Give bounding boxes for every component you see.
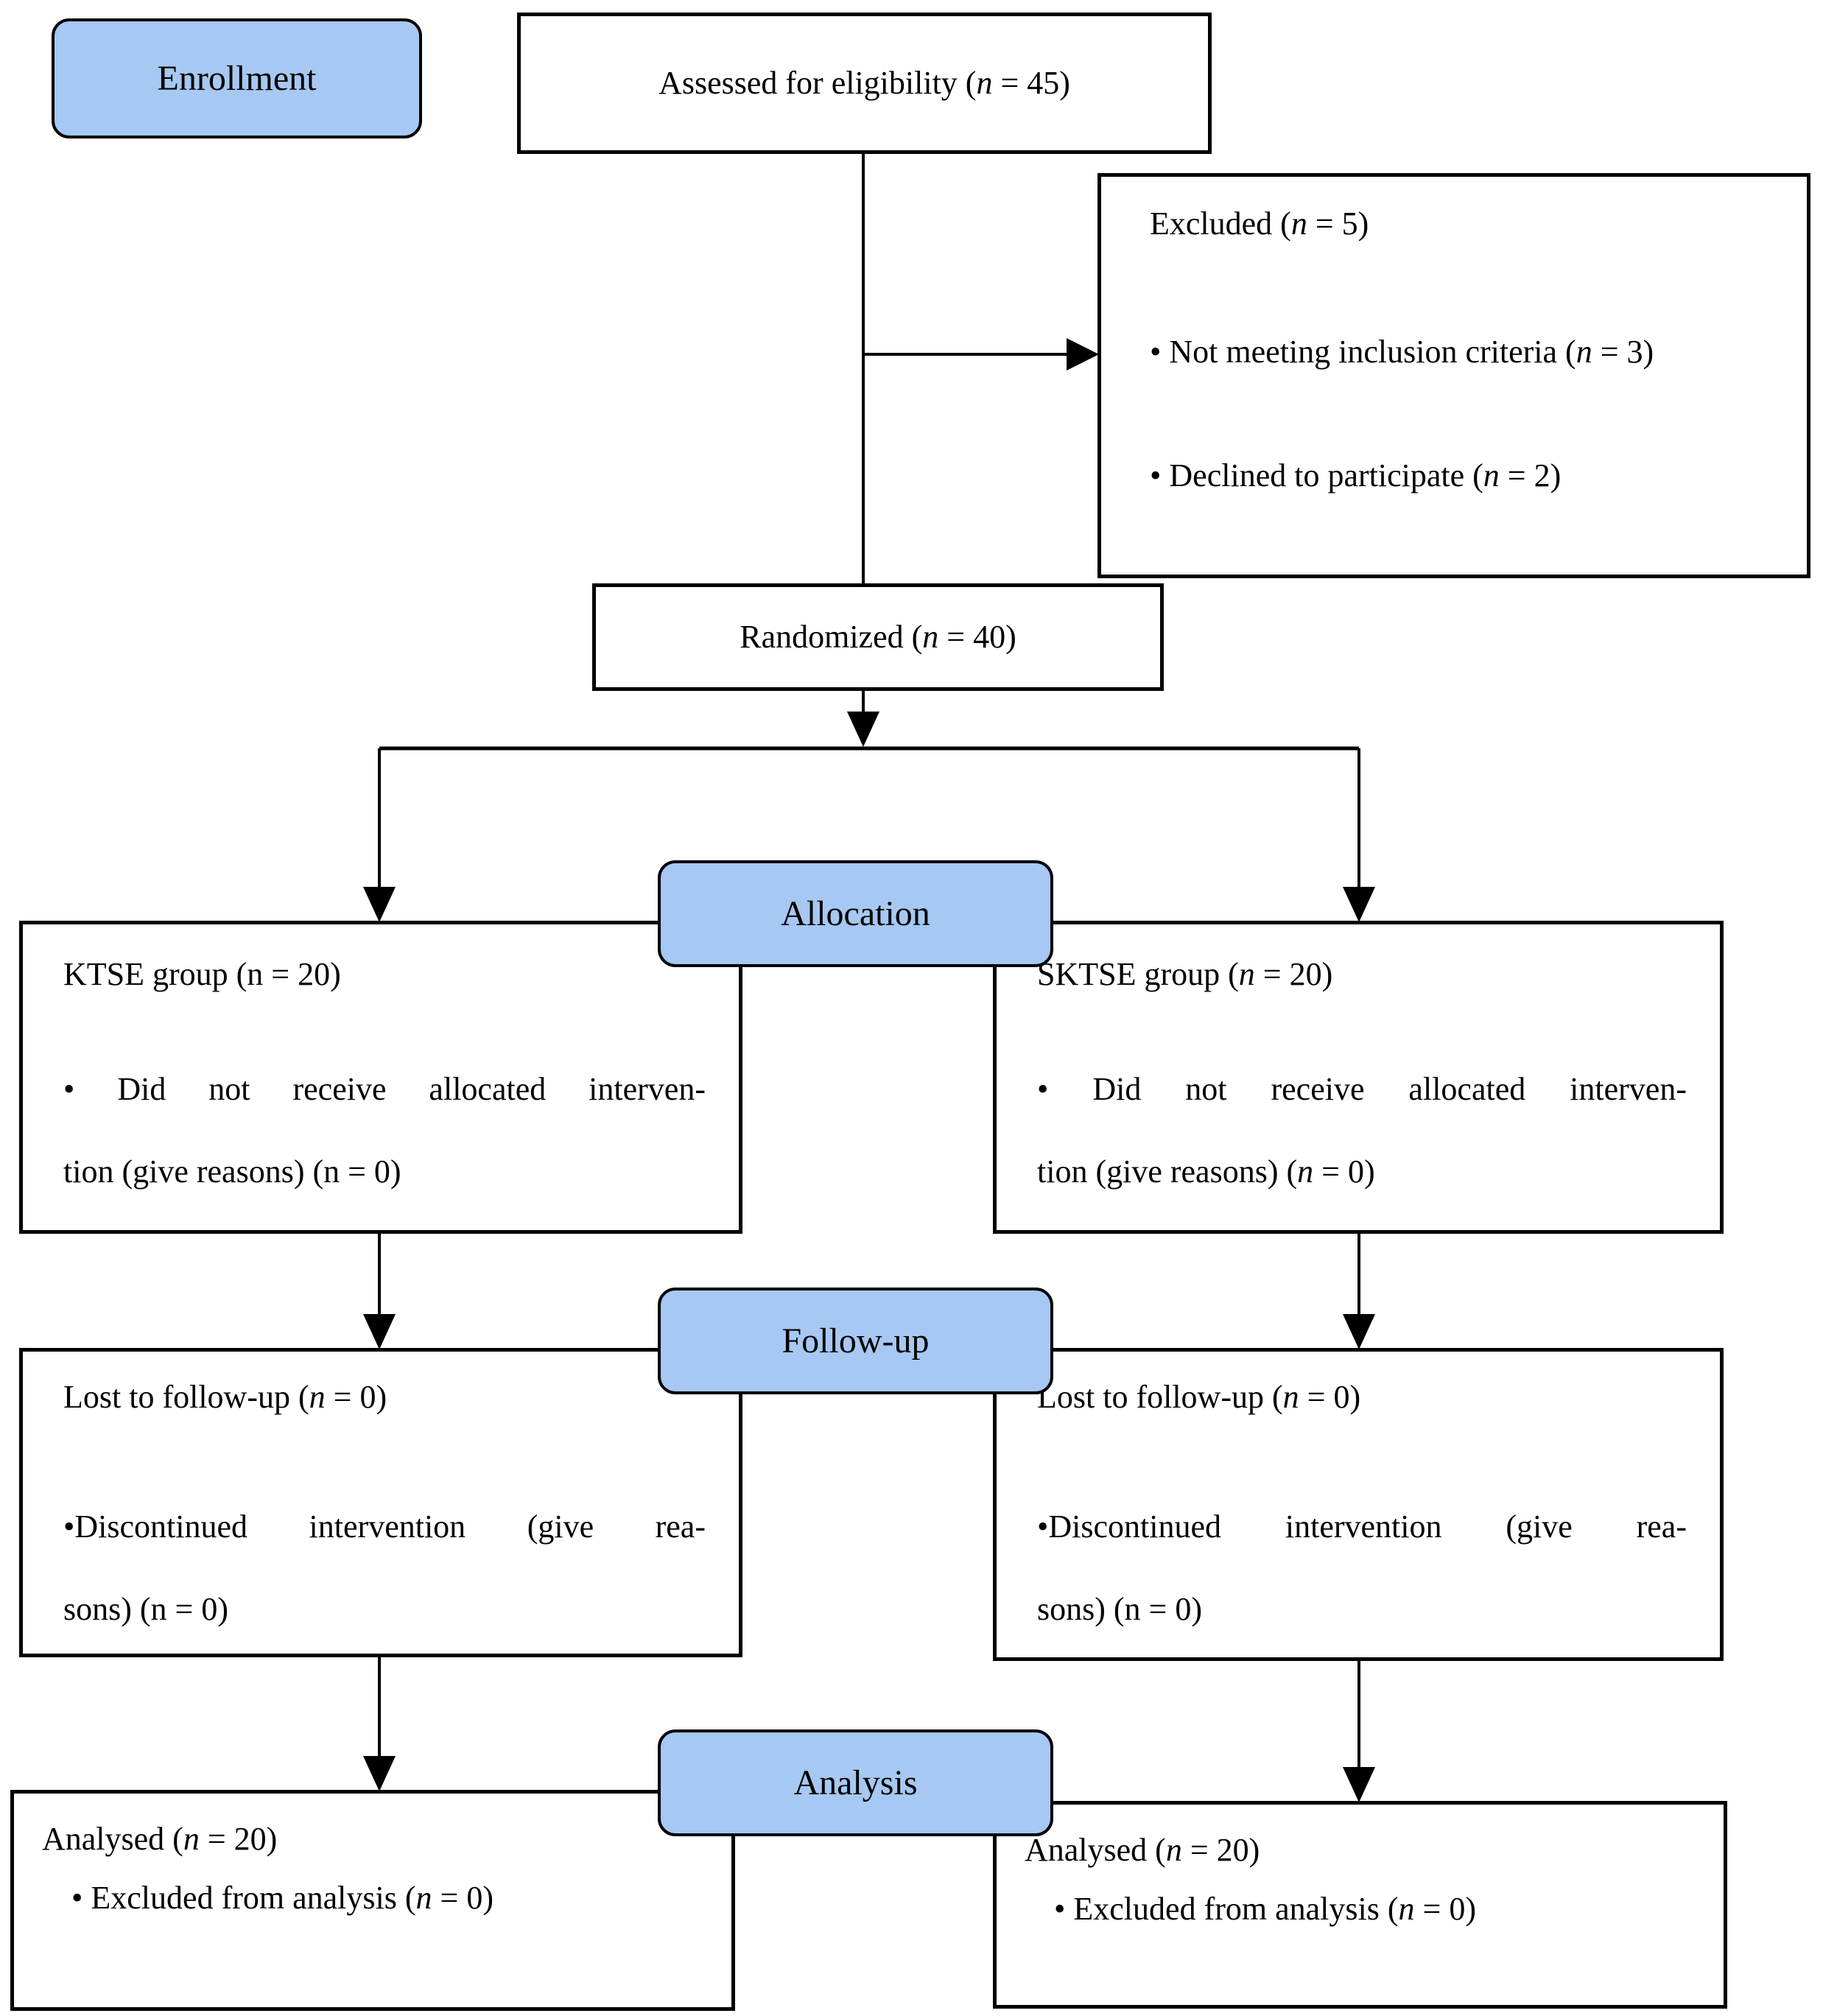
arrowhead-ktse: [363, 887, 396, 922]
stage-label-analysis: Analysis: [658, 1729, 1053, 1836]
sktse-bullet-line-2: tion (give reasons) (n = 0): [1037, 1153, 1375, 1190]
excluded-title: Excluded (n = 5): [1150, 206, 1369, 242]
analysed-right-box: Analysed (n = 20) • Excluded from analys…: [993, 1801, 1727, 2009]
sktse-title: SKTSE group (n = 20): [1037, 956, 1333, 992]
lost-right-title: Lost to follow-up (n = 0): [1037, 1379, 1361, 1415]
excluded-bullet-1: • Not meeting inclusion criteria (n = 3): [1150, 334, 1654, 370]
allocation-label: Allocation: [781, 894, 930, 933]
stage-label-allocation: Allocation: [658, 860, 1053, 967]
randomized-text: Randomized (n = 40): [740, 619, 1016, 655]
ktse-bullet-line-2: tion (give reasons) (n = 0): [63, 1153, 401, 1190]
followup-label: Follow-up: [781, 1321, 930, 1360]
stage-label-followup: Follow-up: [658, 1288, 1053, 1394]
lost-followup-right-box: Lost to follow-up (n = 0) •Discontinued …: [993, 1348, 1724, 1661]
sktse-bullet-line-1: • Did not receive allocated interven-: [1037, 1071, 1687, 1107]
assessed-box: Assessed for eligibility (n = 45): [517, 13, 1212, 154]
analysed-left-title: Analysed (n = 20): [42, 1821, 278, 1857]
lost-left-bullet-line-1: •Discontinued intervention (give rea-: [63, 1509, 706, 1545]
ktse-bullet-line-1: • Did not receive allocated interven-: [63, 1071, 706, 1107]
randomized-box: Randomized (n = 40): [592, 583, 1164, 691]
excluded-bullet-2: • Declined to participate (n = 2): [1150, 457, 1562, 494]
arrowhead-lost-left: [363, 1314, 396, 1349]
arrowhead-sktse: [1343, 887, 1375, 922]
analysed-left-box: Analysed (n = 20) • Excluded from analys…: [10, 1790, 735, 2011]
excluded-box: Excluded (n = 5) • Not meeting inclusion…: [1097, 173, 1810, 578]
analysis-label: Analysis: [793, 1763, 918, 1802]
analysed-right-title: Analysed (n = 20): [1025, 1832, 1260, 1868]
ktse-group-box: KTSE group (n = 20) • Did not receive al…: [19, 921, 742, 1234]
arrowhead-lost-right: [1343, 1314, 1375, 1349]
enrollment-label: Enrollment: [157, 59, 317, 98]
arrowhead-split: [847, 712, 879, 747]
lost-left-bullet-line-2: sons) (n = 0): [63, 1591, 229, 1627]
ktse-title: KTSE group (n = 20): [63, 956, 341, 992]
lost-right-bullet-line-1: •Discontinued intervention (give rea-: [1037, 1509, 1687, 1545]
assessed-text: Assessed for eligibility (n = 45): [658, 65, 1070, 101]
stage-label-enrollment: Enrollment: [52, 18, 422, 138]
arrowhead-analysed-right: [1343, 1767, 1375, 1802]
lost-left-title: Lost to follow-up (n = 0): [63, 1379, 387, 1415]
analysed-right-bullet: • Excluded from analysis (n = 0): [1054, 1891, 1476, 1927]
analysed-left-bullet: • Excluded from analysis (n = 0): [71, 1880, 493, 1916]
lost-followup-left-box: Lost to follow-up (n = 0) •Discontinued …: [19, 1348, 742, 1657]
lost-right-bullet-line-2: sons) (n = 0): [1037, 1591, 1203, 1627]
arrowhead-excluded: [1067, 338, 1099, 370]
sktse-group-box: SKTSE group (n = 20) • Did not receive a…: [993, 921, 1724, 1234]
arrowhead-analysed-left: [363, 1756, 396, 1791]
